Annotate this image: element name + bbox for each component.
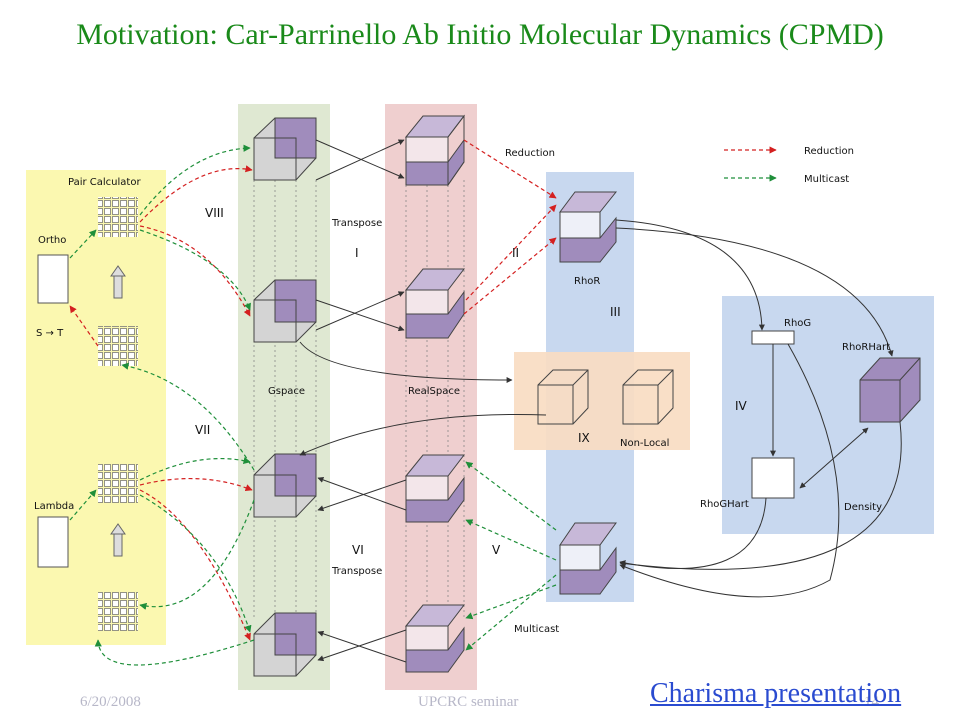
pair-calculator-label: Pair Calculator xyxy=(68,177,141,188)
realspace-cube-1 xyxy=(404,114,466,187)
transpose-top-label: Transpose xyxy=(331,218,382,229)
rhorhart-cube xyxy=(859,357,921,423)
ix-cube-2 xyxy=(622,369,674,425)
roman-vi: VI xyxy=(352,543,364,557)
rhog-label: RhoG xyxy=(784,318,811,329)
pair-grid-4 xyxy=(98,592,138,632)
rhor-label: RhoR xyxy=(574,276,600,287)
roman-iii: III xyxy=(610,305,621,319)
gspace-panel xyxy=(238,104,330,690)
s-to-t-label: S → T xyxy=(36,328,64,339)
rhoghart-label: RhoGHart xyxy=(700,499,749,510)
nonlocal-panel xyxy=(514,352,690,450)
roman-iv: IV xyxy=(735,399,748,413)
multicast-label: Multicast xyxy=(514,624,559,635)
legend-multicast: Multicast xyxy=(804,174,849,185)
gspace-label: Gspace xyxy=(268,386,305,397)
footer-page-number: 14 xyxy=(864,694,879,710)
rhor-cube xyxy=(559,191,618,263)
up-arrow-icon xyxy=(110,265,126,299)
up-arrow-icon-2 xyxy=(110,523,126,557)
lambda-box xyxy=(37,516,69,568)
multicast-arrows xyxy=(69,144,557,666)
ortho-box xyxy=(37,254,69,304)
density-label: Density xyxy=(844,502,882,513)
rhog-box xyxy=(751,330,795,345)
roman-viii: VIII xyxy=(205,206,224,220)
transpose-bottom-label: Transpose xyxy=(331,566,382,577)
realspace-panel xyxy=(385,104,477,690)
realspace-cube-3 xyxy=(404,454,466,523)
roman-vii: VII xyxy=(195,423,210,437)
pair-grid-3 xyxy=(98,464,138,504)
roman-i: I xyxy=(355,246,359,260)
gspace-cube-2 xyxy=(253,279,317,343)
realspace-label: RealSpace xyxy=(408,386,460,397)
roman-ix: IX xyxy=(578,431,590,445)
ortho-label: Ortho xyxy=(38,235,66,246)
slide-title: Motivation: Car-Parrinello Ab Initio Mol… xyxy=(76,18,884,51)
nonlocal-label: Non-Local xyxy=(620,438,669,449)
gspace-cube-4 xyxy=(253,612,317,677)
reduction-arrows xyxy=(69,139,557,641)
legend-reduction: Reduction xyxy=(804,146,854,157)
footer-center: UPCRC seminar xyxy=(418,694,519,710)
transpose-lines xyxy=(299,139,902,663)
legend: Reduction Multicast xyxy=(724,146,854,185)
realspace-cube-2 xyxy=(404,268,466,339)
roman-ii: II xyxy=(512,246,519,260)
lambda-label: Lambda xyxy=(34,501,74,512)
rhorhart-label: RhoRHart xyxy=(842,342,890,353)
rhoghart-box xyxy=(751,457,795,499)
footer-date: 6/20/2008 xyxy=(80,694,141,710)
roman-v: V xyxy=(492,543,501,557)
realspace-cube-4 xyxy=(404,604,466,673)
ix-cube-1 xyxy=(537,369,589,425)
reduction-label: Reduction xyxy=(505,148,555,159)
multicast-cube xyxy=(559,522,617,595)
gspace-cube-1 xyxy=(253,117,317,181)
charisma-presentation-link[interactable]: Charisma presentation xyxy=(650,678,902,709)
pair-grid-2 xyxy=(98,326,138,366)
pair-grid-1 xyxy=(98,197,138,237)
